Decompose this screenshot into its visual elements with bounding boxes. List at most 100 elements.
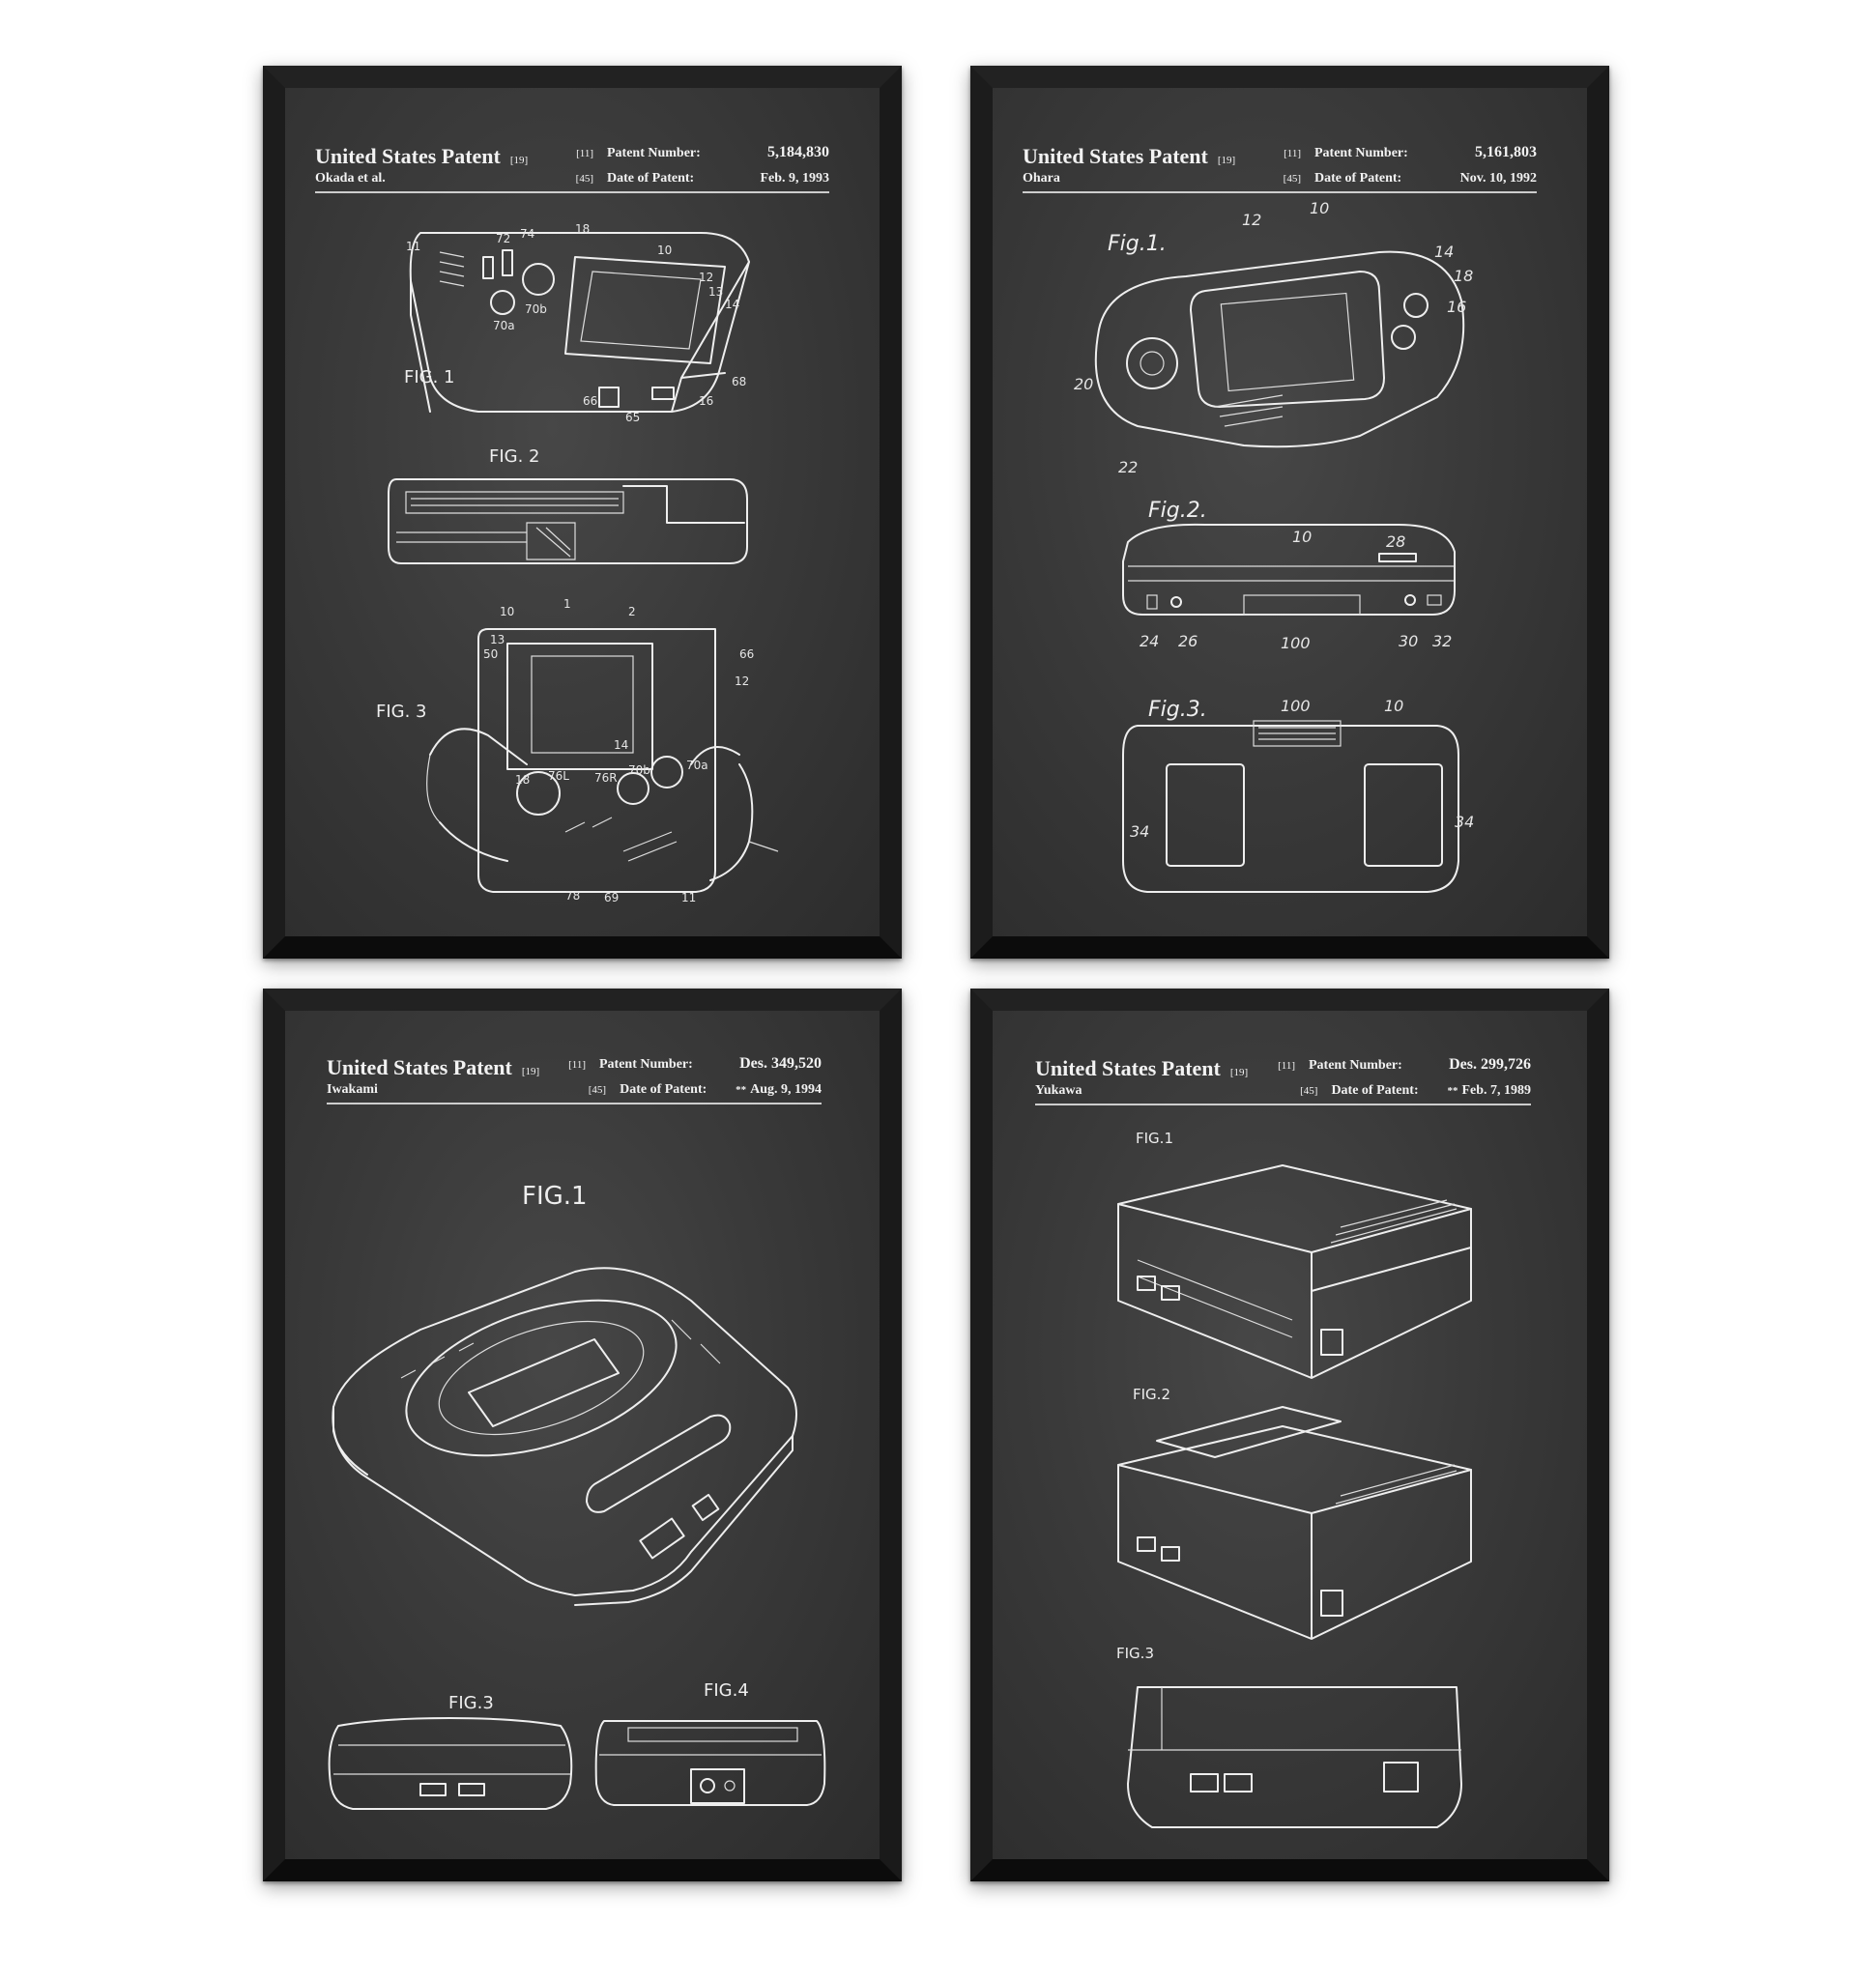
svg-text:28: 28 [1386, 532, 1405, 551]
figure-label: Fig.3. [1148, 698, 1207, 722]
figure-label: FIG.1 [1136, 1130, 1173, 1147]
patent-title: United States Patent [315, 144, 501, 168]
svg-text:100: 100 [1281, 634, 1311, 652]
patent-number: Des. 299,726 [1449, 1056, 1531, 1073]
patent-header: United States Patent [19] [11]Patent Num… [1035, 1056, 1531, 1105]
patent-header: United States Patent [19] [11]Patent Num… [315, 144, 829, 193]
title-code: [19] [1229, 1067, 1249, 1078]
poster-frame-game-boy: United States Patent [19] [11]Patent Num… [263, 66, 902, 959]
svg-text:16: 16 [1447, 298, 1466, 316]
inventor: Ohara [1023, 171, 1060, 186]
nes-front-drawing [1127, 1686, 1462, 1828]
number-label: Patent Number: [599, 1057, 693, 1072]
patent-title: United States Patent [327, 1055, 512, 1079]
figure-label: FIG.3 [448, 1693, 494, 1713]
svg-text:70b: 70b [628, 763, 650, 777]
inventor: Yukawa [1035, 1083, 1082, 1098]
patent-header: United States Patent [19] [11]Patent Num… [1023, 144, 1537, 193]
svg-text:14: 14 [1434, 243, 1454, 261]
svg-text:22: 22 [1118, 458, 1138, 476]
svg-text:70a: 70a [493, 319, 515, 332]
svg-text:10: 10 [1292, 528, 1312, 546]
patent-poster-game-boy: United States Patent [19] [11]Patent Num… [285, 88, 880, 936]
svg-text:10: 10 [500, 605, 514, 618]
svg-text:70b: 70b [525, 302, 547, 316]
svg-text:68: 68 [732, 375, 746, 388]
date-label: Date of Patent: [607, 171, 695, 186]
patent-date: Feb. 7, 1989 [1461, 1083, 1531, 1098]
inventor: Okada et al. [315, 171, 386, 186]
svg-text:34: 34 [1455, 813, 1474, 831]
game-gear-top-drawing [1094, 250, 1465, 448]
svg-text:12: 12 [699, 271, 713, 284]
svg-text:10: 10 [1310, 199, 1329, 217]
poster-frame-nes: United States Patent [19] [11]Patent Num… [970, 989, 1609, 1881]
number-code: [11] [1278, 1060, 1295, 1072]
mega-drive-back-drawing [594, 1720, 826, 1806]
header-rule [327, 1103, 822, 1104]
inventor: Iwakami [327, 1082, 378, 1097]
game-boy-section-drawing [388, 478, 748, 564]
svg-text:66: 66 [583, 394, 597, 408]
figure-label: FIG. 2 [489, 446, 540, 467]
svg-text:24: 24 [1140, 632, 1159, 650]
figure-label: Fig.2. [1148, 499, 1207, 523]
svg-text:30: 30 [1399, 632, 1418, 650]
patent-poster-nes: United States Patent [19] [11]Patent Num… [993, 1011, 1587, 1859]
svg-text:76R: 76R [594, 771, 618, 785]
svg-text:18: 18 [1454, 267, 1473, 285]
figure-label: FIG.1 [522, 1182, 588, 1211]
svg-text:10: 10 [657, 244, 672, 257]
number-label: Patent Number: [607, 146, 701, 160]
svg-text:72: 72 [496, 232, 510, 245]
poster-frame-game-gear: United States Patent [19] [11]Patent Num… [970, 66, 1609, 959]
header-rule [1035, 1104, 1531, 1105]
svg-text:13: 13 [708, 285, 723, 299]
patent-number: Des. 349,520 [739, 1055, 822, 1072]
svg-text:32: 32 [1432, 632, 1452, 650]
figure-label: FIG. 1 [404, 367, 455, 387]
svg-text:74: 74 [520, 227, 534, 241]
date-code: [45] [575, 173, 593, 185]
svg-text:18: 18 [575, 222, 590, 236]
mega-drive-drawing [332, 1267, 797, 1606]
svg-text:26: 26 [1178, 632, 1198, 650]
svg-text:66: 66 [739, 647, 754, 661]
number-label: Patent Number: [1309, 1058, 1402, 1073]
patent-drawings: FIG.1 FIG.3 FIG.4 [328, 1182, 826, 1810]
svg-text:14: 14 [614, 738, 628, 752]
date-code: [45] [588, 1084, 607, 1096]
svg-text:12: 12 [1242, 211, 1261, 229]
number-label: Patent Number: [1314, 146, 1408, 160]
header-rule [315, 191, 829, 193]
svg-text:11: 11 [406, 240, 420, 253]
game-boy-in-hands-drawing [426, 628, 779, 893]
svg-text:65: 65 [625, 411, 640, 424]
patent-number: 5,184,830 [767, 144, 829, 160]
figure-label: FIG.4 [704, 1680, 749, 1701]
poster-frame-mega-drive: United States Patent [19] [11]Patent Num… [263, 989, 902, 1881]
figure-label: FIG. 3 [376, 702, 427, 722]
number-code: [11] [568, 1059, 586, 1071]
svg-text:69: 69 [604, 891, 619, 904]
figure-label: FIG.3 [1116, 1645, 1154, 1662]
date-label: Date of Patent: [1314, 171, 1402, 186]
svg-text:34: 34 [1130, 822, 1149, 841]
svg-text:78: 78 [565, 889, 580, 903]
title-code: [19] [1217, 155, 1236, 166]
game-boy-perspective-drawing [409, 232, 750, 413]
date-code: [45] [1300, 1085, 1318, 1097]
patent-title: United States Patent [1023, 144, 1208, 168]
svg-text:11: 11 [681, 891, 696, 904]
svg-text:2: 2 [628, 605, 636, 618]
date-code: [45] [1283, 173, 1301, 185]
patent-date: Aug. 9, 1994 [750, 1082, 822, 1097]
patent-header: United States Patent [19] [11]Patent Num… [327, 1055, 822, 1104]
svg-text:100: 100 [1281, 697, 1311, 715]
svg-text:18: 18 [515, 773, 530, 787]
figure-label: FIG.2 [1133, 1386, 1170, 1403]
